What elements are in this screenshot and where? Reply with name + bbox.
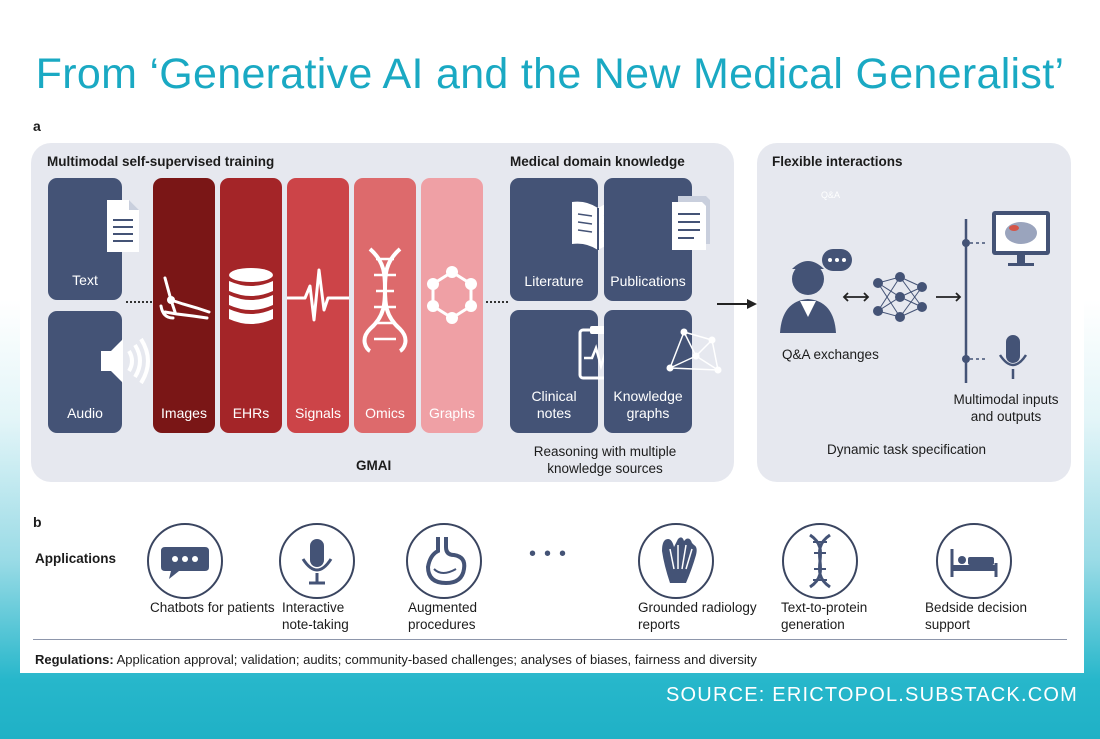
regulations-text: Application approval; validation; audits… (116, 652, 757, 667)
dynamic-task-caption: Dynamic task specification (827, 442, 987, 457)
dna-icon (362, 247, 408, 353)
app-label-radiology-reports: Grounded radiology reports (638, 600, 757, 632)
knowledge-label-literature: Literature (524, 273, 584, 289)
applications-label: Applications (35, 551, 117, 566)
modality-tile-audio: Audio (48, 311, 150, 433)
app-label-chatbots: Chatbots for patients (150, 600, 275, 615)
modality-label-text: Text (72, 272, 98, 288)
waveform-icon (287, 268, 349, 322)
speaker-icon (101, 337, 150, 385)
knowledge-tile-knowledge-graphs: Knowledge graphs (604, 310, 722, 433)
modality-label-omics: Omics (365, 405, 405, 421)
ellipsis-dots: ••• (529, 543, 575, 565)
dotted-connector (486, 301, 508, 303)
interactions-illustration (780, 211, 1050, 383)
regulations-line: Regulations: Application approval; valid… (35, 652, 757, 667)
regulations-divider (33, 639, 1067, 640)
source-credit: SOURCE: ERICTOPOL.SUBSTACK.COM (666, 684, 1078, 706)
knowledge-graph-icon (666, 328, 722, 374)
modality-tile-signals: Signals (287, 178, 349, 433)
stomach-icon (406, 523, 482, 599)
qa-caption: Q&A exchanges (782, 347, 879, 362)
modality-label-ehrs: EHRs (232, 405, 270, 421)
foot-xray-icon (638, 523, 714, 599)
app-label-note-taking: Interactive note-taking (282, 600, 349, 632)
panel-a-letter: a (33, 118, 41, 134)
bed-icon (936, 523, 1012, 599)
app-label-bedside-support: Bedside decision support (925, 600, 1028, 632)
monitor-brain-icon (992, 211, 1050, 266)
knowledge-heading: Medical domain knowledge (510, 154, 685, 169)
modality-label-audio: Audio (67, 405, 103, 421)
speech-bubble-icon (822, 249, 852, 271)
figure: a Multimodal self-supervised training Me… (20, 113, 1084, 673)
neural-network-icon (873, 272, 927, 322)
qa-bubble-label: Q&A (821, 190, 841, 200)
graph-network-icon (427, 266, 477, 324)
app-label-augmented-procedures: Augmented procedures (408, 600, 478, 632)
reasoning-caption: Reasoning with multiple knowledge source… (533, 444, 677, 476)
interactions-heading: Flexible interactions (772, 154, 903, 169)
foot-bones-icon (159, 276, 211, 320)
knowledge-tile-literature: Literature (510, 178, 624, 301)
modality-tile-images: Images (153, 178, 215, 433)
dna-icon (782, 523, 858, 599)
knowledge-label-knowledge-graphs: Knowledge graphs (613, 388, 683, 421)
gmai-label: GMAI (356, 458, 392, 473)
page-title: From ‘Generative AI and the New Medical … (35, 50, 1065, 98)
modality-label-graphs: Graphs (429, 405, 475, 421)
double-arrow-icon (842, 292, 870, 302)
knowledge-label-clinical-notes: Clinical notes (531, 388, 577, 421)
modality-label-images: Images (161, 405, 207, 421)
modality-tile-text: Text (48, 178, 139, 300)
modality-label-signals: Signals (295, 405, 341, 421)
chat-bubble-icon (147, 523, 223, 599)
panel-b-letter: b (33, 514, 42, 530)
doctor-icon (780, 261, 836, 333)
knowledge-tile-clinical-notes: Clinical notes (510, 310, 618, 433)
microphone-icon (998, 335, 1028, 379)
publication-pages-icon (672, 196, 710, 250)
knowledge-label-publications: Publications (610, 273, 686, 289)
training-heading: Multimodal self-supervised training (47, 154, 275, 169)
modality-tile-graphs: Graphs (421, 178, 483, 433)
modality-tile-omics: Omics (354, 178, 416, 433)
knowledge-tile-publications: Publications (604, 178, 710, 301)
microphone-icon (279, 523, 355, 599)
document-icon (107, 200, 139, 252)
regulations-label: Regulations: (35, 652, 114, 667)
database-icon (229, 268, 273, 324)
dotted-connector (126, 301, 152, 303)
app-label-text-to-protein: Text-to-protein generation (781, 600, 868, 632)
multimodal-io-caption: Multimodal inputs and outputs (953, 392, 1059, 424)
modality-tile-ehrs: EHRs (220, 178, 282, 433)
arrow-right-icon (717, 299, 757, 309)
